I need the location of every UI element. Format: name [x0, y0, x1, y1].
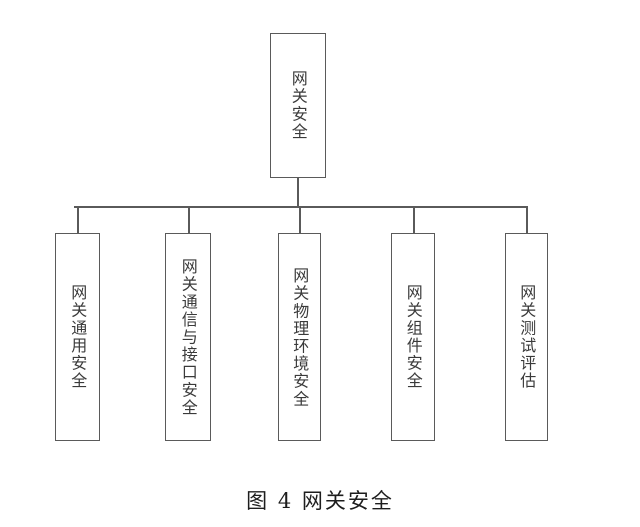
node-child-1: 网关通用安全	[55, 233, 100, 441]
node-child-1-label: 网关通用安全	[68, 284, 88, 390]
node-child-2: 网关通信与接口安全	[165, 233, 211, 441]
figure-caption: 图 4 网关安全	[246, 489, 394, 513]
node-child-2-label: 网关通信与接口安全	[178, 257, 198, 417]
node-child-3: 网关物理环境安全	[278, 233, 321, 441]
node-child-4-label: 网关组件安全	[403, 284, 423, 390]
connector-drop-5	[526, 206, 528, 233]
node-root: 网关安全	[270, 33, 326, 178]
connector-root-stem	[297, 178, 299, 206]
connector-drop-3	[299, 206, 301, 233]
connector-drop-1	[77, 206, 79, 233]
connector-drop-4	[413, 206, 415, 233]
node-child-5: 网关测试评估	[505, 233, 548, 441]
node-child-4: 网关组件安全	[391, 233, 435, 441]
connector-drop-2	[188, 206, 190, 233]
node-child-3-label: 网关物理环境安全	[290, 266, 310, 408]
node-child-5-label: 网关测试评估	[517, 284, 537, 390]
node-root-label: 网关安全	[288, 70, 308, 141]
